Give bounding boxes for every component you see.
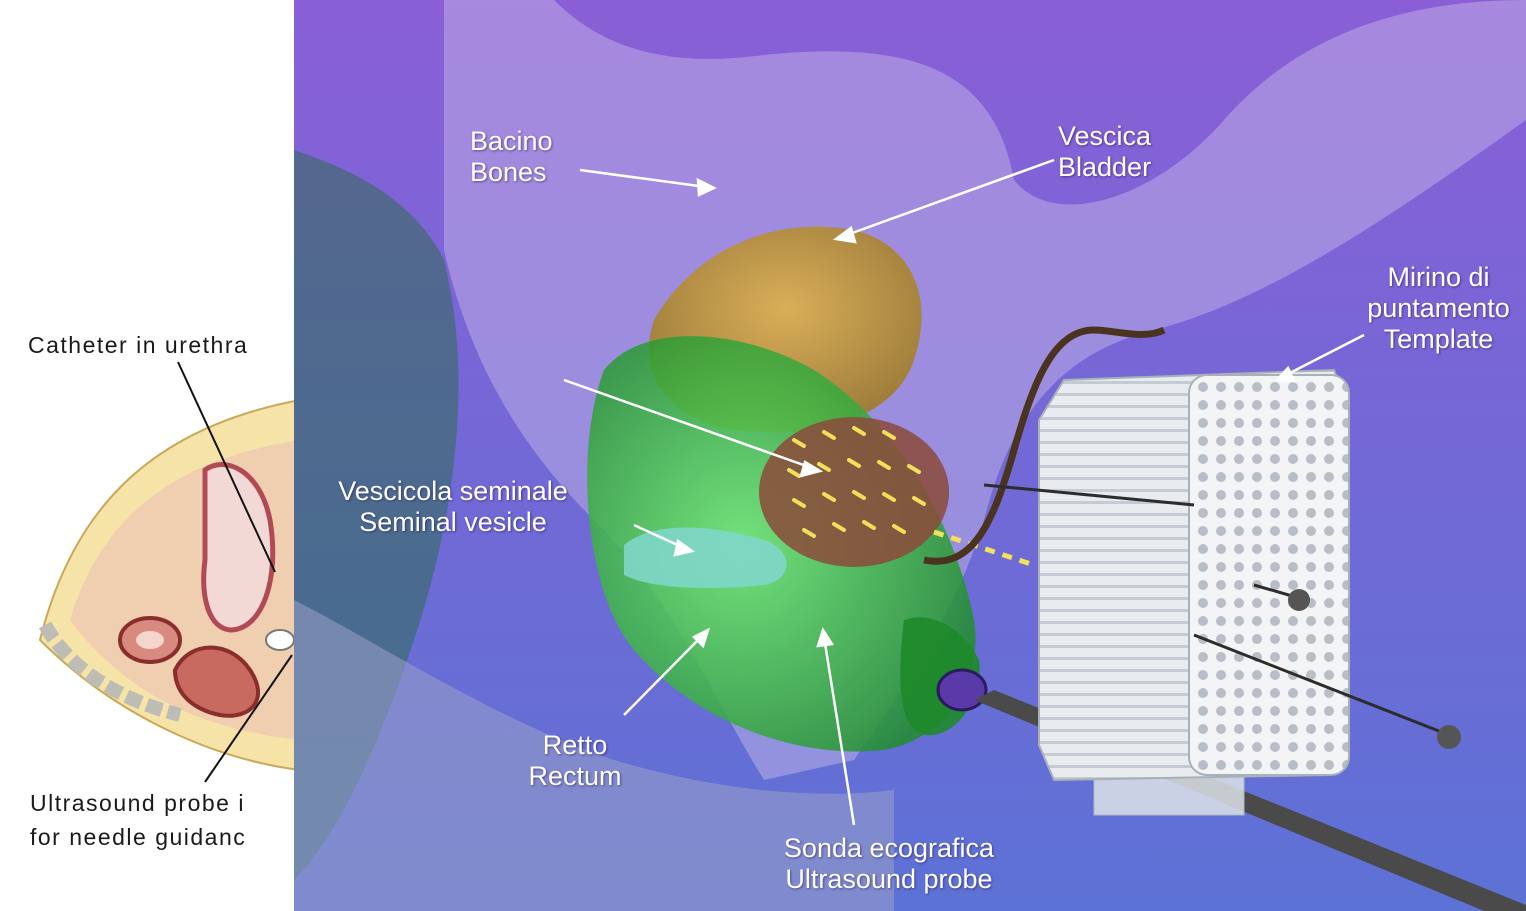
ultrasound-probe-label-it: Sonda ecografica: [744, 833, 1034, 864]
rectum-label: Retto Rectum: [510, 730, 640, 792]
template-label-it-line1: Mirino di: [1351, 262, 1526, 293]
rectum-lumen: [136, 631, 164, 649]
template-label-en: Template: [1351, 324, 1526, 355]
cross-section-illustration: [0, 0, 300, 911]
rectum-label-it: Retto: [510, 730, 640, 761]
pelvis-label: Bacino Bones: [470, 126, 553, 188]
probe-label-line1: Ultrasound probe i: [30, 786, 246, 820]
seminal-vesicle-label-en: Seminal vesicle: [308, 507, 598, 538]
pelvis-label-en: Bones: [470, 157, 553, 188]
brachytherapy-figure: Bacino Bones Vescica Bladder Mirino di p…: [294, 0, 1526, 911]
probe-label: Ultrasound probe i for needle guidanc: [30, 786, 246, 854]
probe-label-line2: for needle guidanc: [30, 820, 246, 854]
ultrasound-probe-label-en: Ultrasound probe: [744, 864, 1034, 895]
rectum-label-en: Rectum: [510, 761, 640, 792]
template-label: Mirino di puntamento Template: [1351, 262, 1526, 355]
catheter-label: Catheter in urethra: [28, 328, 248, 362]
bladder-label-en: Bladder: [1058, 152, 1151, 183]
cross-section-figure: Catheter in urethra Ultrasound probe i f…: [0, 0, 300, 911]
needle-upper-tip: [1288, 589, 1310, 611]
seminal-vesicle-label-it: Vescicola seminale: [308, 476, 598, 507]
seminal-vesicle-label: Vescicola seminale Seminal vesicle: [308, 476, 598, 538]
template-label-it-line2: puntamento: [1351, 293, 1526, 324]
probe-collar: [938, 670, 986, 710]
bladder-label: Vescica Bladder: [1058, 121, 1151, 183]
probe-tip: [266, 630, 294, 650]
bladder-label-it: Vescica: [1058, 121, 1151, 152]
template-face: [1189, 375, 1349, 775]
pelvis-label-it: Bacino: [470, 126, 553, 157]
ultrasound-probe-label: Sonda ecografica Ultrasound probe: [744, 833, 1034, 895]
needle-lower-tip: [1437, 725, 1461, 749]
